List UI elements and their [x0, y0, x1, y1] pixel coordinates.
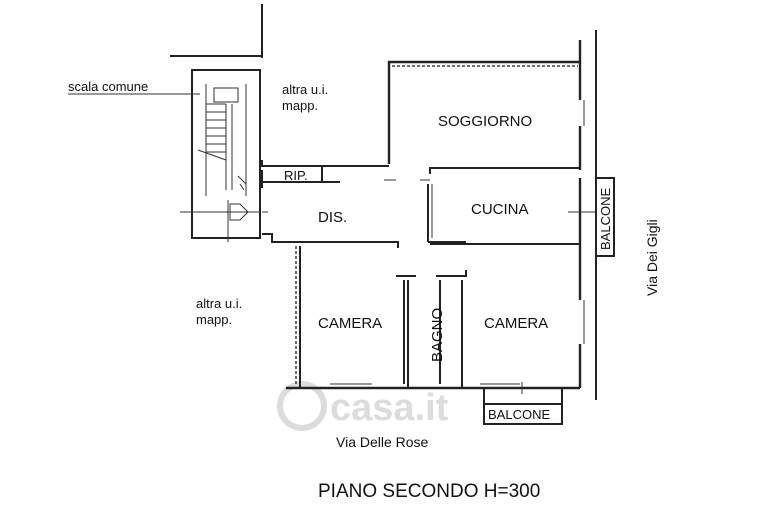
watermark-text: casa.it [330, 387, 449, 429]
plan-title: PIANO SECONDO H=300 [318, 481, 540, 502]
label-balcone-side: BALCONE [598, 188, 613, 250]
label-scala-comune: scala comune [68, 79, 148, 94]
label-camera-right: CAMERA [484, 315, 548, 332]
label-balcone-bottom: BALCONE [488, 407, 550, 422]
label-altra-ui-left-line2: mapp. [196, 312, 232, 327]
neighbour-walls-top [170, 4, 263, 58]
label-via-dei-gigli: Via Dei Gigli [644, 219, 660, 296]
label-bagno: BAGNO [429, 308, 446, 362]
label-cucina: CUCINA [471, 201, 529, 218]
label-altra-ui-top-line2: mapp. [282, 98, 318, 113]
apartment-walls [261, 30, 615, 425]
label-camera-left: CAMERA [318, 315, 382, 332]
label-altra-ui-left-line1: altra u.i. [196, 296, 242, 311]
label-soggiorno: SOGGIORNO [438, 113, 532, 130]
label-altra-ui-top-line1: altra u.i. [282, 82, 328, 97]
watermark: casa.it [277, 381, 449, 431]
label-dis: DIS. [318, 209, 347, 226]
label-via-delle-rose: Via Delle Rose [336, 434, 429, 450]
stairwell [180, 69, 261, 242]
label-rip: RIP. [284, 168, 308, 183]
